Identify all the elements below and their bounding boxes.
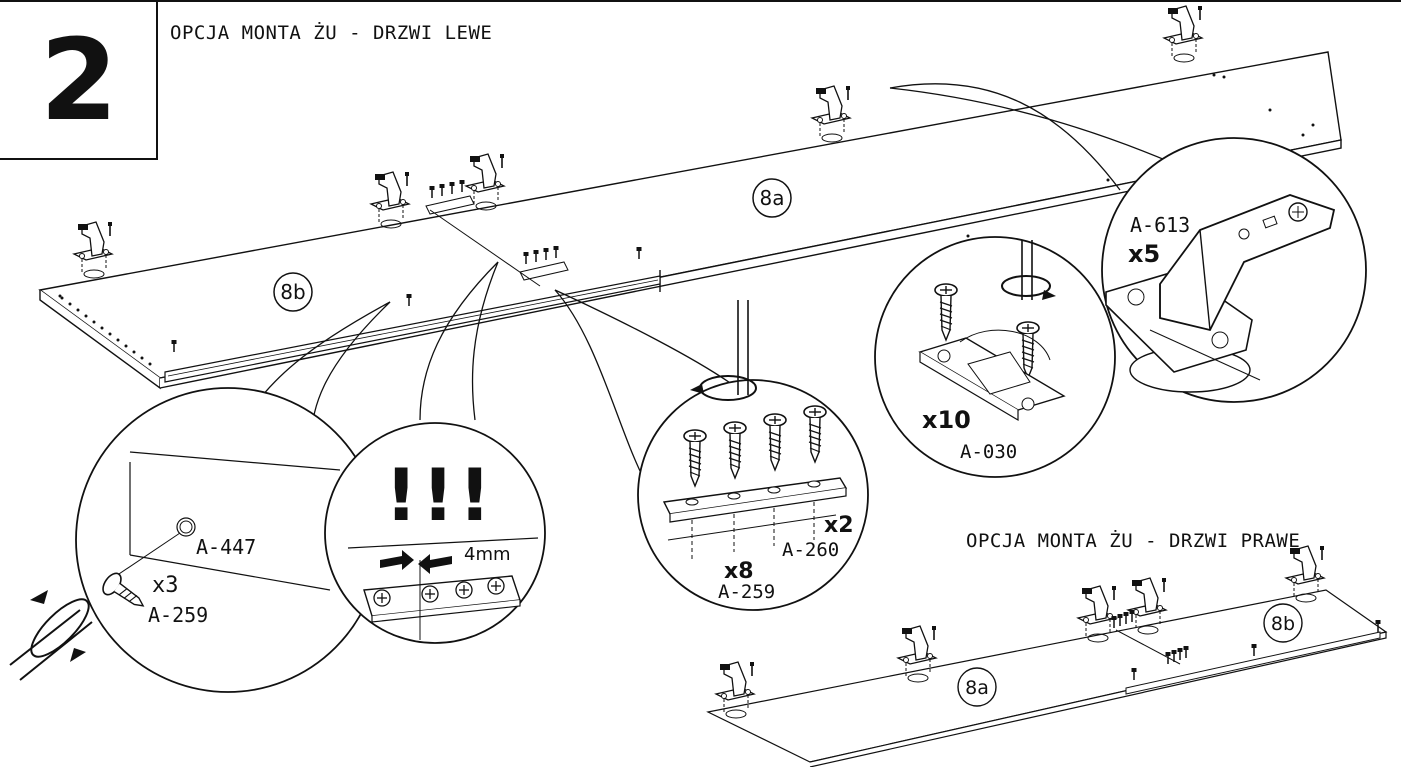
qty-x5: x5 bbox=[1128, 240, 1160, 268]
gap-size: 4mm bbox=[464, 544, 511, 565]
detail-screw-hole: A-447 x3 A-259 bbox=[9, 387, 381, 693]
part-code-a613: A-613 bbox=[1130, 213, 1190, 237]
part-code-a259-left: A-259 bbox=[148, 603, 208, 627]
svg-text:8b: 8b bbox=[1271, 613, 1295, 635]
detail-plate-screws: x2 A-260 x8 A-259 bbox=[637, 300, 869, 611]
panel-label-8a: 8a bbox=[752, 178, 792, 218]
right-door-panel bbox=[706, 545, 1388, 767]
part-code-a259-center: A-259 bbox=[718, 581, 775, 603]
small-panel-label-8b: 8b bbox=[1263, 603, 1303, 643]
svg-text:8a: 8a bbox=[760, 186, 785, 210]
qty-x10: x10 bbox=[922, 406, 971, 434]
qty-x2: x2 bbox=[824, 513, 854, 538]
small-panel-label-8a: 8a bbox=[957, 667, 997, 707]
qty-x3: x3 bbox=[152, 573, 179, 598]
top-border bbox=[0, 0, 1401, 2]
step-number: 2 bbox=[40, 16, 118, 146]
detail-gap-warning: !!! 4mm bbox=[324, 422, 546, 644]
step-number-box: 2 bbox=[0, 0, 158, 160]
svg-text:8b: 8b bbox=[280, 280, 305, 304]
warning-marks: !!! bbox=[385, 453, 496, 537]
main-panel bbox=[38, 5, 1342, 390]
part-code-a030: A-030 bbox=[960, 441, 1017, 463]
left-door-title: OPCJA MONTA ŻU - DRZWI LEWE bbox=[170, 22, 493, 44]
right-door-title: OPCJA MONTA ŻU - DRZWI PRAWE bbox=[966, 530, 1301, 552]
qty-x8: x8 bbox=[724, 559, 754, 584]
detail-hinge-plate: x10 A-030 bbox=[874, 236, 1116, 478]
panel-label-8b: 8b bbox=[273, 272, 313, 312]
connector-plate-bottom bbox=[519, 245, 569, 281]
detail-hinge: A-613 x5 bbox=[1101, 137, 1367, 403]
svg-text:8a: 8a bbox=[965, 677, 989, 699]
part-code-a260: A-260 bbox=[782, 539, 839, 561]
connector-plate-top bbox=[425, 179, 475, 215]
part-code-a447: A-447 bbox=[196, 535, 256, 559]
